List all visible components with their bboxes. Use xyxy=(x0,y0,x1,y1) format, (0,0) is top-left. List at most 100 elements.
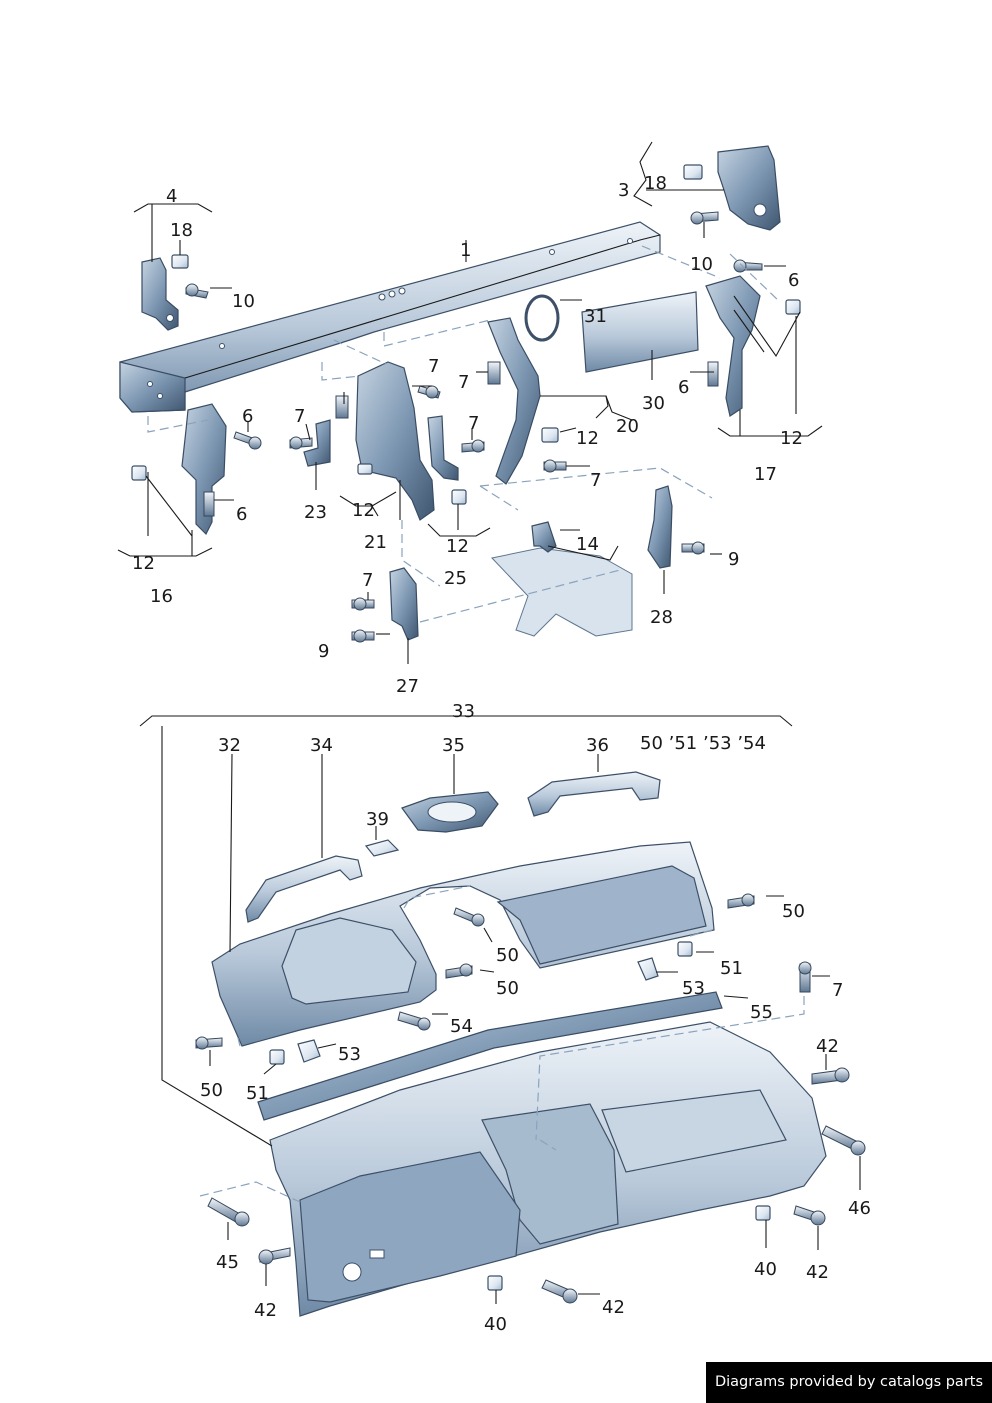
label-14: 14 xyxy=(576,534,599,555)
label-16: 16 xyxy=(150,586,173,607)
cross-member-face xyxy=(119,361,186,413)
clip-nut-12-mid xyxy=(451,489,467,505)
trim-strip-55 xyxy=(257,991,723,1121)
label-25: 25 xyxy=(444,568,467,589)
label-30: 30 xyxy=(642,393,665,414)
label-12-lower: 12 xyxy=(446,536,469,557)
clip-53-left xyxy=(297,1039,321,1063)
label-12-left: 12 xyxy=(132,553,155,574)
bolt-7-c xyxy=(335,395,349,419)
label-20: 20 xyxy=(616,416,639,437)
label-55: 55 xyxy=(750,1002,773,1023)
label-12-mid: 12 xyxy=(352,500,375,521)
dashboard-glovebox-area xyxy=(601,1089,787,1173)
label-7-d: 7 xyxy=(468,413,479,434)
clip-nut-12-small xyxy=(357,463,373,475)
label-6-left-bottom: 6 xyxy=(236,504,247,525)
instrument-cluster-opening xyxy=(281,917,417,1005)
label-12-right: 12 xyxy=(780,428,803,449)
bracket-28 xyxy=(647,485,673,569)
label-42-right: 42 xyxy=(816,1036,839,1057)
glovebox-opening xyxy=(496,865,707,965)
centre-support-bracket xyxy=(487,317,541,485)
right-mounting-bracket xyxy=(717,145,781,231)
dashboard-assembly xyxy=(195,771,866,1317)
label-4: 4 xyxy=(166,186,177,207)
label-18-left: 18 xyxy=(170,220,193,241)
label-6-right-bottom: 6 xyxy=(678,377,689,398)
label-50-top: 50 xyxy=(782,901,805,922)
label-7-a: 7 xyxy=(428,356,439,377)
label-12-centre: 12 xyxy=(576,428,599,449)
label-21: 21 xyxy=(364,532,387,553)
clip-53-right xyxy=(637,957,659,981)
cover-panel xyxy=(581,291,699,373)
label-39: 39 xyxy=(366,809,389,830)
bracket-27 xyxy=(389,567,419,641)
label-9-right: 9 xyxy=(728,549,739,570)
bracket-14 xyxy=(531,521,557,553)
label-42-centre: 42 xyxy=(602,1297,625,1318)
label-6-right-top: 6 xyxy=(788,270,799,291)
label-53-left: 53 xyxy=(338,1044,361,1065)
label-33: 33 xyxy=(452,701,475,722)
clip-nut-18-right xyxy=(683,164,703,180)
body-section xyxy=(491,547,633,637)
clip-40-right xyxy=(755,1205,771,1221)
label-34: 34 xyxy=(310,735,333,756)
label-10-left: 10 xyxy=(232,291,255,312)
clip-nut-18-left xyxy=(171,254,189,269)
bolt-6-right-bottom xyxy=(707,361,719,387)
label-35: 35 xyxy=(442,735,465,756)
clip-39 xyxy=(364,839,400,857)
label-7-g: 7 xyxy=(832,980,843,1001)
label-23: 23 xyxy=(304,502,327,523)
grab-handle-36 xyxy=(527,771,661,817)
label-51-left: 51 xyxy=(246,1083,269,1104)
guide-lines-lower xyxy=(199,885,805,1203)
left-mounting-bracket xyxy=(141,257,179,331)
label-50-centre: 50 xyxy=(496,945,519,966)
label-31: 31 xyxy=(584,306,607,327)
clip-nut-12-left xyxy=(131,465,147,481)
label-40-centre: 40 xyxy=(484,1314,507,1335)
label-42-lower-right: 42 xyxy=(806,1262,829,1283)
label-17: 17 xyxy=(754,464,777,485)
label-7-c: 7 xyxy=(294,406,305,427)
label-18-right: 18 xyxy=(644,173,667,194)
label-50-51-53-54: 50 ’51 ’53 ’54 xyxy=(640,733,766,754)
clip-51-right xyxy=(677,941,693,957)
label-40-right: 40 xyxy=(754,1259,777,1280)
cross-member-assembly xyxy=(119,145,801,643)
label-54: 54 xyxy=(450,1016,473,1037)
clip-nut-12-centre xyxy=(541,427,559,443)
guide-lines-upper xyxy=(147,245,781,623)
grab-handle-34 xyxy=(245,855,363,923)
label-27: 27 xyxy=(396,676,419,697)
credit-banner: Diagrams provided by catalogs parts xyxy=(706,1362,992,1403)
ring-clip xyxy=(524,294,560,342)
label-45: 45 xyxy=(216,1252,239,1273)
angle-bracket-23 xyxy=(303,419,331,467)
clip-51-left xyxy=(269,1049,285,1065)
left-support-bracket xyxy=(181,403,227,536)
clip-nut-12-right xyxy=(785,299,801,315)
label-7-b: 7 xyxy=(458,372,469,393)
label-42-left: 42 xyxy=(254,1300,277,1321)
label-50-mid: 50 xyxy=(496,978,519,999)
label-53-right: 53 xyxy=(682,978,705,999)
dashboard-centre-console xyxy=(481,1103,619,1245)
bolt-6-left-lower xyxy=(203,491,215,517)
leader-lines xyxy=(117,141,861,1304)
label-3: 3 xyxy=(618,180,629,201)
bracket-25 xyxy=(427,415,459,481)
part-labels: 1 3 4 18 18 10 10 6 6 6 6 31 30 7 7 7 7 … xyxy=(132,173,871,1335)
label-51-right: 51 xyxy=(720,958,743,979)
label-28: 28 xyxy=(650,607,673,628)
label-9-left: 9 xyxy=(318,641,329,662)
label-50-left: 50 xyxy=(200,1080,223,1101)
label-32: 32 xyxy=(218,735,241,756)
label-6-left-top: 6 xyxy=(242,406,253,427)
right-support-bracket xyxy=(705,275,761,417)
